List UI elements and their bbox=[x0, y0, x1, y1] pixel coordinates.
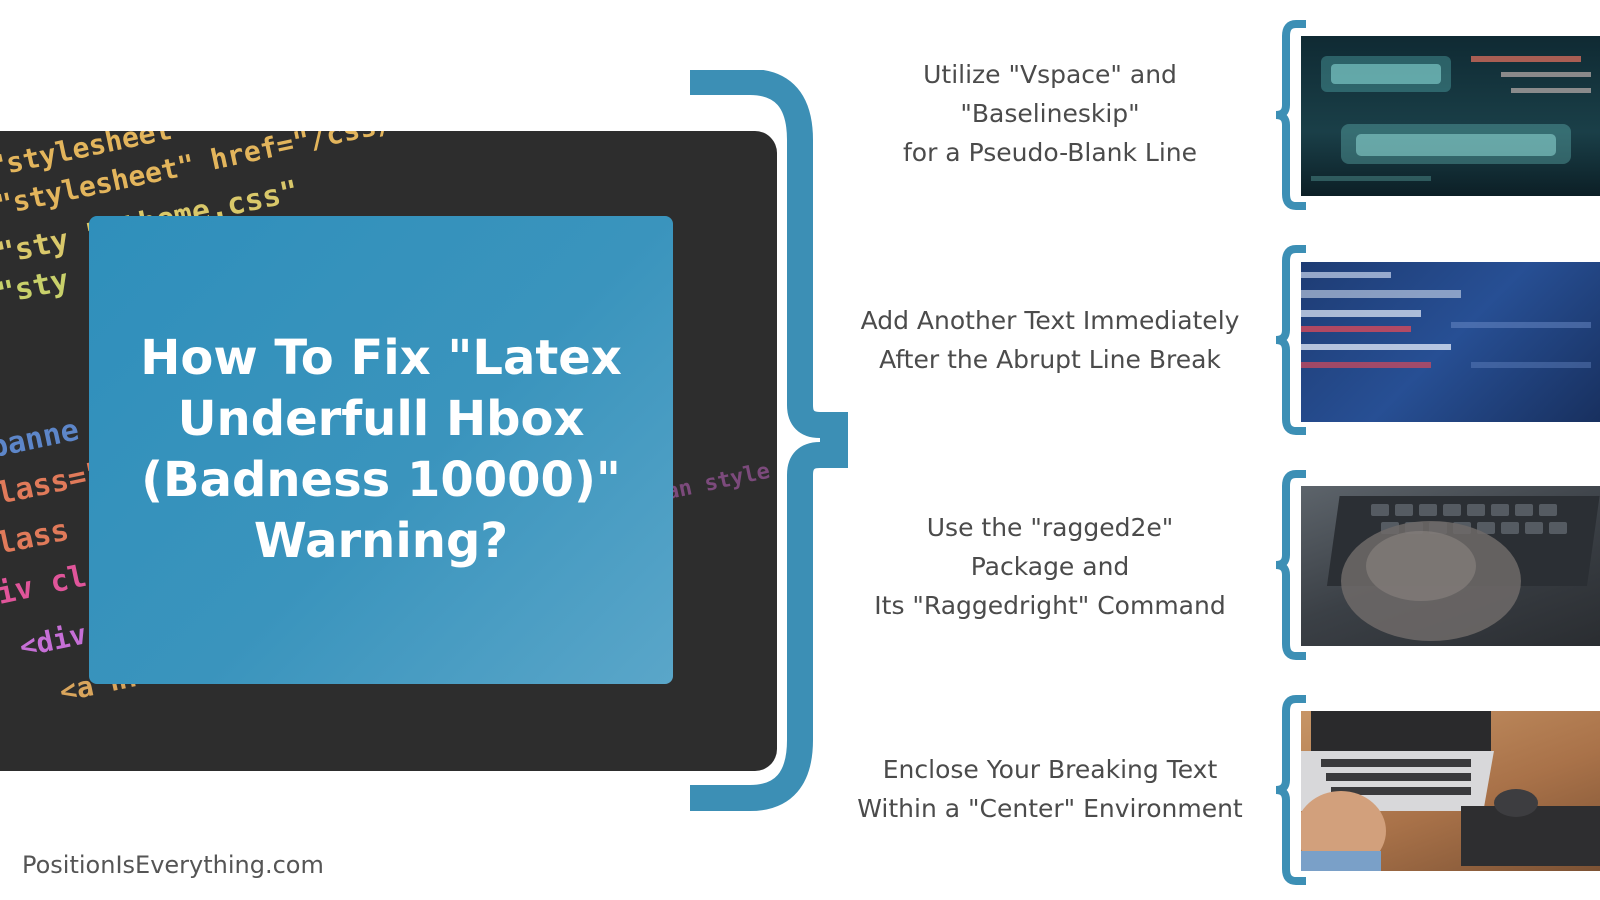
hero-panel: "stylesheet" href="https://max ="stylesh… bbox=[0, 131, 777, 771]
tip-2-text: Add Another Text Immediately After the A… bbox=[860, 306, 1240, 374]
small-brace-icon bbox=[1275, 470, 1306, 660]
page-title: How To Fix "Latex Underfull Hbox (Badnes… bbox=[140, 330, 622, 569]
tip-4-text: Enclose Your Breaking Text Within a "Cen… bbox=[857, 755, 1243, 823]
small-brace-icon bbox=[1275, 245, 1306, 435]
code-screen-thumbnail bbox=[1301, 36, 1600, 196]
title-card: How To Fix "Latex Underfull Hbox (Badnes… bbox=[89, 216, 673, 684]
site-url: PositionIsEverything.com bbox=[22, 851, 324, 879]
tip-1-text: Utilize "Vspace" and "Baselineskip" for … bbox=[902, 60, 1198, 167]
keyboard-typing-thumbnail bbox=[1301, 486, 1600, 646]
laptop-desk-thumbnail bbox=[1301, 711, 1600, 871]
small-brace-icon bbox=[1275, 695, 1306, 885]
curly-brace-icon bbox=[690, 70, 848, 811]
code-screen-thumbnail bbox=[1301, 262, 1600, 422]
small-brace-icon bbox=[1275, 20, 1306, 210]
tip-3-text: Use the "ragged2e" Package and Its "Ragg… bbox=[874, 513, 1226, 620]
